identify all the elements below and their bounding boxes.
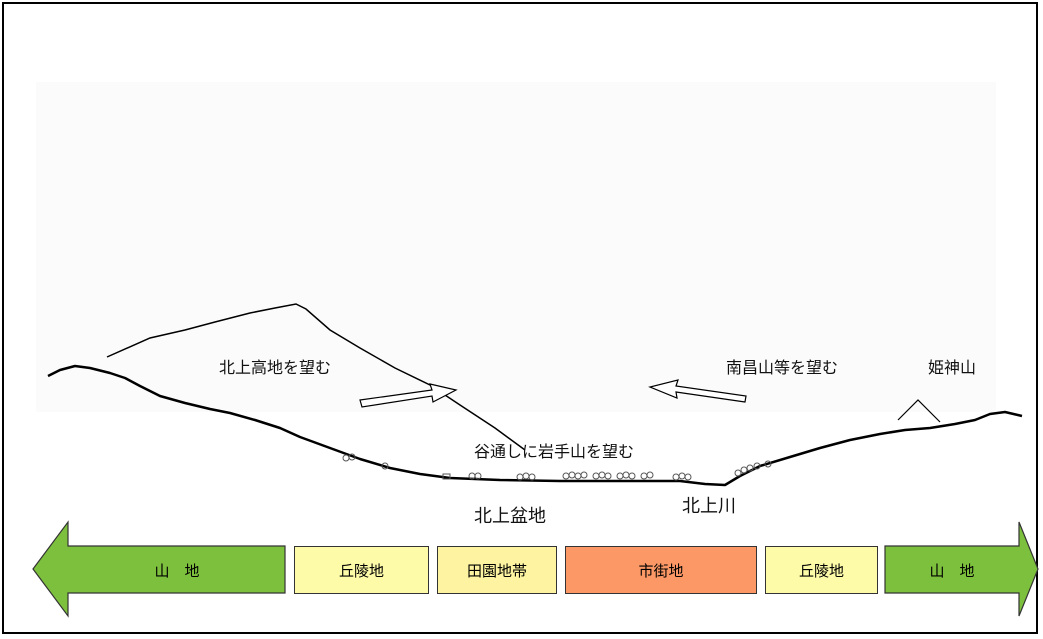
zone-urban: 市街地 bbox=[565, 546, 757, 594]
ground-profile-line bbox=[47, 364, 1023, 487]
view-arrow-left-to-right bbox=[359, 383, 458, 408]
himekami-label: 姫神山 bbox=[928, 358, 977, 377]
mountain-arrow-right bbox=[884, 521, 1039, 617]
zone-mountain-right: 山 地 bbox=[929, 561, 975, 580]
iwate-view-label: 谷通しに岩手山を望む bbox=[474, 442, 635, 461]
zone-hills-right: 丘陵地 bbox=[765, 546, 878, 594]
zone-hills-left: 丘陵地 bbox=[294, 546, 429, 594]
sky-background bbox=[36, 82, 996, 412]
mountain-arrow-left bbox=[32, 520, 286, 618]
nansho-view-label: 南昌山等を望む bbox=[726, 358, 839, 377]
distant-mountain-outline bbox=[106, 303, 526, 451]
river-label: 北上川 bbox=[682, 496, 736, 517]
valley-trees bbox=[342, 453, 772, 481]
zone-mountain-left: 山 地 bbox=[154, 561, 200, 580]
view-arrow-right-to-left bbox=[648, 379, 747, 403]
kitakami-highlands-label: 北上高地を望む bbox=[219, 358, 332, 377]
basin-label: 北上盆地 bbox=[474, 506, 546, 527]
himekami-peak-outline bbox=[897, 399, 941, 423]
zone-farmland: 田園地帯 bbox=[437, 546, 557, 594]
